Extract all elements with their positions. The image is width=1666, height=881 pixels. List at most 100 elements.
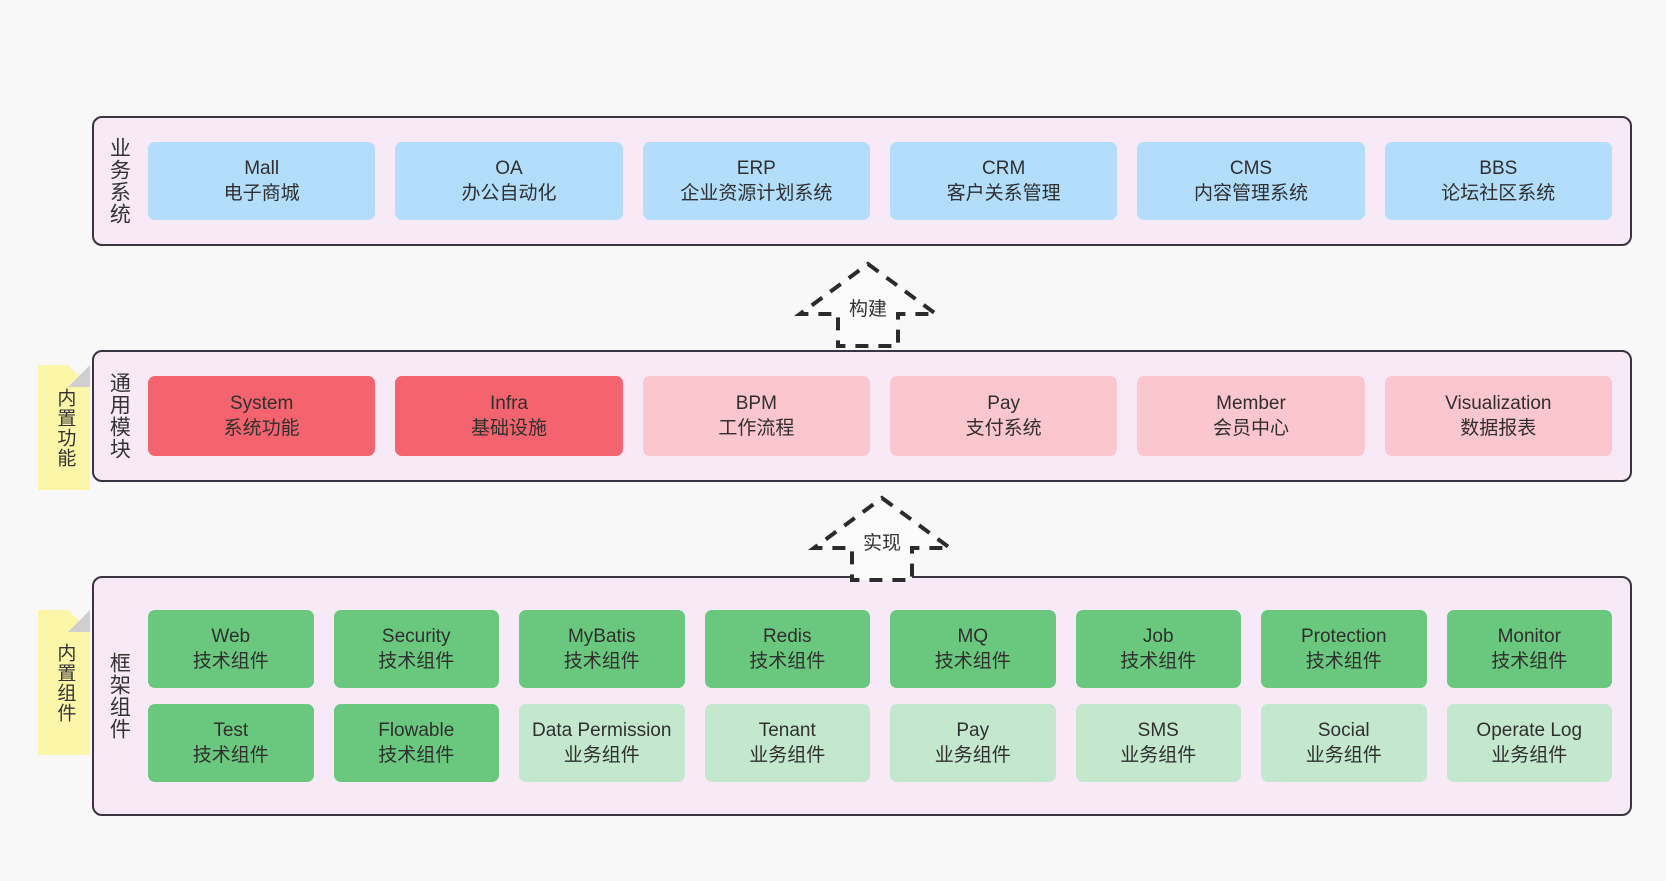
component-name: Flowable <box>378 719 455 741</box>
layer-common-module-body: System 系统功能 Infra 基础设施 BPM 工作流程 Pay 支付系统… <box>142 352 1630 480</box>
component-name: Job <box>1142 625 1174 647</box>
dashed-up-arrow-icon <box>793 261 943 348</box>
component-name: Operate Log <box>1476 719 1583 741</box>
module-desc: 办公自动化 <box>461 183 557 204</box>
component-desc: 技术组件 <box>192 745 269 766</box>
component-desc: 技术组件 <box>378 745 455 766</box>
component-card-protection[interactable]: Protection 技术组件 <box>1261 610 1427 688</box>
card-row: Mall 电子商城 OA 办公自动化 ERP 企业资源计划系统 CRM 客户关系… <box>148 142 1612 220</box>
module-card-mall[interactable]: Mall 电子商城 <box>148 142 376 220</box>
card-row: System 系统功能 Infra 基础设施 BPM 工作流程 Pay 支付系统… <box>148 376 1612 456</box>
module-card-cms[interactable]: CMS 内容管理系统 <box>1137 142 1365 220</box>
layer-common-module: 通用模块 System 系统功能 Infra 基础设施 BPM 工作流程 Pay… <box>92 350 1632 482</box>
component-card-monitor[interactable]: Monitor 技术组件 <box>1446 610 1612 688</box>
module-name: Infra <box>489 392 528 414</box>
component-desc: 业务组件 <box>1120 745 1197 766</box>
module-desc: 论坛社区系统 <box>1441 183 1556 204</box>
component-name: MQ <box>957 625 989 647</box>
layer-business-system: 业务系统 Mall 电子商城 OA 办公自动化 ERP 企业资源计划系统 CRM… <box>92 116 1632 246</box>
module-desc: 会员中心 <box>1212 418 1289 439</box>
module-desc: 客户关系管理 <box>946 183 1061 204</box>
card-row: Web 技术组件 Security 技术组件 MyBatis 技术组件 Redi… <box>148 610 1612 688</box>
component-card-job[interactable]: Job 技术组件 <box>1075 610 1241 688</box>
component-name: Monitor <box>1497 625 1561 647</box>
component-desc: 技术组件 <box>1120 651 1197 672</box>
module-card-visualization[interactable]: Visualization 数据报表 <box>1384 376 1612 456</box>
component-card-social[interactable]: Social 业务组件 <box>1261 704 1427 782</box>
component-name: Tenant <box>758 719 816 741</box>
component-card-web[interactable]: Web 技术组件 <box>148 610 314 688</box>
component-name: SMS <box>1137 719 1179 741</box>
component-card-mybatis[interactable]: MyBatis 技术组件 <box>519 610 685 688</box>
module-name: ERP <box>736 157 776 179</box>
module-card-member[interactable]: Member 会员中心 <box>1137 376 1365 456</box>
component-card-mq[interactable]: MQ 技术组件 <box>890 610 1056 688</box>
connector-build: 构建 <box>788 258 948 350</box>
component-card-pay[interactable]: Pay 业务组件 <box>890 704 1056 782</box>
module-desc: 内容管理系统 <box>1193 183 1308 204</box>
layer-framework-component-body: Web 技术组件 Security 技术组件 MyBatis 技术组件 Redi… <box>142 578 1630 814</box>
component-name: Protection <box>1300 625 1387 647</box>
component-name: Social <box>1317 719 1370 741</box>
module-name: Pay <box>987 392 1021 414</box>
component-desc: 技术组件 <box>192 651 269 672</box>
layer-common-module-title: 通用模块 <box>107 372 131 460</box>
component-card-security[interactable]: Security 技术组件 <box>333 610 499 688</box>
module-card-infra[interactable]: Infra 基础设施 <box>395 376 623 456</box>
component-name: MyBatis <box>567 625 636 647</box>
component-name: Test <box>213 719 249 741</box>
component-name: Data Permission <box>532 719 672 741</box>
component-name: Security <box>381 625 451 647</box>
module-name: Member <box>1216 392 1286 414</box>
module-desc: 工作流程 <box>718 418 795 439</box>
layer-business-system-title: 业务系统 <box>107 137 131 225</box>
module-desc: 电子商城 <box>223 183 300 204</box>
component-card-test[interactable]: Test 技术组件 <box>148 704 314 782</box>
module-card-oa[interactable]: OA 办公自动化 <box>395 142 623 220</box>
component-name: Pay <box>956 719 990 741</box>
module-desc: 系统功能 <box>223 418 300 439</box>
module-card-bbs[interactable]: BBS 论坛社区系统 <box>1384 142 1612 220</box>
module-name: BPM <box>735 392 777 414</box>
component-desc: 业务组件 <box>1305 745 1382 766</box>
module-name: CMS <box>1229 157 1273 179</box>
component-desc: 技术组件 <box>1491 651 1568 672</box>
component-card-data-permission[interactable]: Data Permission 业务组件 <box>519 704 685 782</box>
connector-implement: 实现 <box>802 492 962 584</box>
component-card-operate-log[interactable]: Operate Log 业务组件 <box>1446 704 1612 782</box>
module-card-pay[interactable]: Pay 支付系统 <box>889 376 1118 456</box>
card-row: Test 技术组件 Flowable 技术组件 Data Permission … <box>148 704 1612 782</box>
layer-framework-component-title: 框架组件 <box>107 652 131 740</box>
module-name: BBS <box>1479 157 1518 179</box>
component-desc: 业务组件 <box>1491 745 1568 766</box>
component-desc: 业务组件 <box>749 745 826 766</box>
component-card-redis[interactable]: Redis 技术组件 <box>704 610 870 688</box>
module-card-bpm[interactable]: BPM 工作流程 <box>642 376 870 456</box>
module-desc: 企业资源计划系统 <box>680 183 833 204</box>
dashed-up-arrow-icon <box>807 495 957 582</box>
component-name: Web <box>211 625 251 647</box>
layer-business-system-body: Mall 电子商城 OA 办公自动化 ERP 企业资源计划系统 CRM 客户关系… <box>142 118 1630 244</box>
component-desc: 技术组件 <box>378 651 455 672</box>
note-tag-label: 内置功能 <box>54 387 76 468</box>
module-desc: 基础设施 <box>470 418 547 439</box>
component-desc: 业务组件 <box>563 745 640 766</box>
module-card-erp[interactable]: ERP 企业资源计划系统 <box>642 142 870 220</box>
layer-framework-component: 框架组件 Web 技术组件 Security 技术组件 MyBatis 技术组件… <box>92 576 1632 816</box>
component-card-flowable[interactable]: Flowable 技术组件 <box>333 704 499 782</box>
module-name: Mall <box>244 157 280 179</box>
module-desc: 支付系统 <box>965 418 1042 439</box>
module-card-crm[interactable]: CRM 客户关系管理 <box>889 142 1118 220</box>
note-tag-label: 内置组件 <box>54 642 76 723</box>
component-desc: 技术组件 <box>934 651 1011 672</box>
component-desc: 技术组件 <box>563 651 640 672</box>
module-card-system[interactable]: System 系统功能 <box>148 376 376 456</box>
module-name: Visualization <box>1445 392 1552 414</box>
component-card-tenant[interactable]: Tenant 业务组件 <box>704 704 870 782</box>
component-card-sms[interactable]: SMS 业务组件 <box>1075 704 1241 782</box>
note-tag-builtin-function: 内置功能 <box>38 365 90 490</box>
module-name: System <box>229 392 294 414</box>
component-desc: 技术组件 <box>1305 651 1382 672</box>
module-desc: 数据报表 <box>1460 418 1537 439</box>
